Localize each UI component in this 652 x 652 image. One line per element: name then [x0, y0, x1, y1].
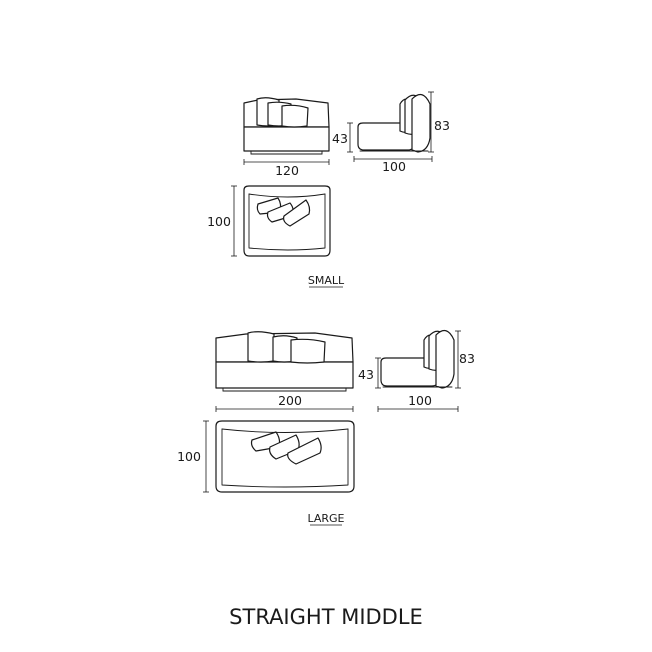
small-front-width-dimension: 120 [243, 159, 330, 178]
small-front-width-label: 120 [275, 163, 299, 178]
large-section-label: LARGE [307, 512, 344, 525]
small-top-depth-label: 100 [207, 214, 231, 229]
large-side-total-height-label: 83 [459, 351, 475, 366]
small-side-seat-height-label: 43 [332, 131, 348, 146]
small-top-depth-dimension: 100 [207, 185, 237, 257]
large-side-view [380, 329, 455, 389]
large-side-total-height-dimension: 83 [455, 330, 475, 389]
large-front-view [215, 331, 354, 392]
large-front-width-label: 200 [278, 393, 302, 408]
small-side-depth-label: 100 [382, 159, 406, 174]
small-front-view [243, 97, 330, 155]
large-top-view [215, 420, 355, 493]
small-side-seat-height-dimension: 43 [332, 122, 353, 153]
large-front-width-dimension: 200 [215, 393, 354, 412]
large-side-depth-dimension: 100 [377, 393, 459, 412]
large-side-depth-label: 100 [408, 393, 432, 408]
large-top-depth-dimension: 100 [177, 420, 209, 493]
large-side-seat-height-label: 43 [358, 367, 374, 382]
small-section-label: SMALL [308, 274, 345, 287]
small-side-total-height-label: 83 [434, 118, 450, 133]
small-side-view [357, 93, 431, 153]
large-top-depth-label: 100 [177, 449, 201, 464]
large-side-seat-height-dimension: 43 [358, 357, 381, 389]
small-top-view [243, 185, 331, 257]
small-side-total-height-dimension: 83 [428, 91, 450, 153]
small-side-depth-dimension: 100 [353, 156, 433, 174]
page-title: STRAIGHT MIDDLE [229, 605, 423, 629]
